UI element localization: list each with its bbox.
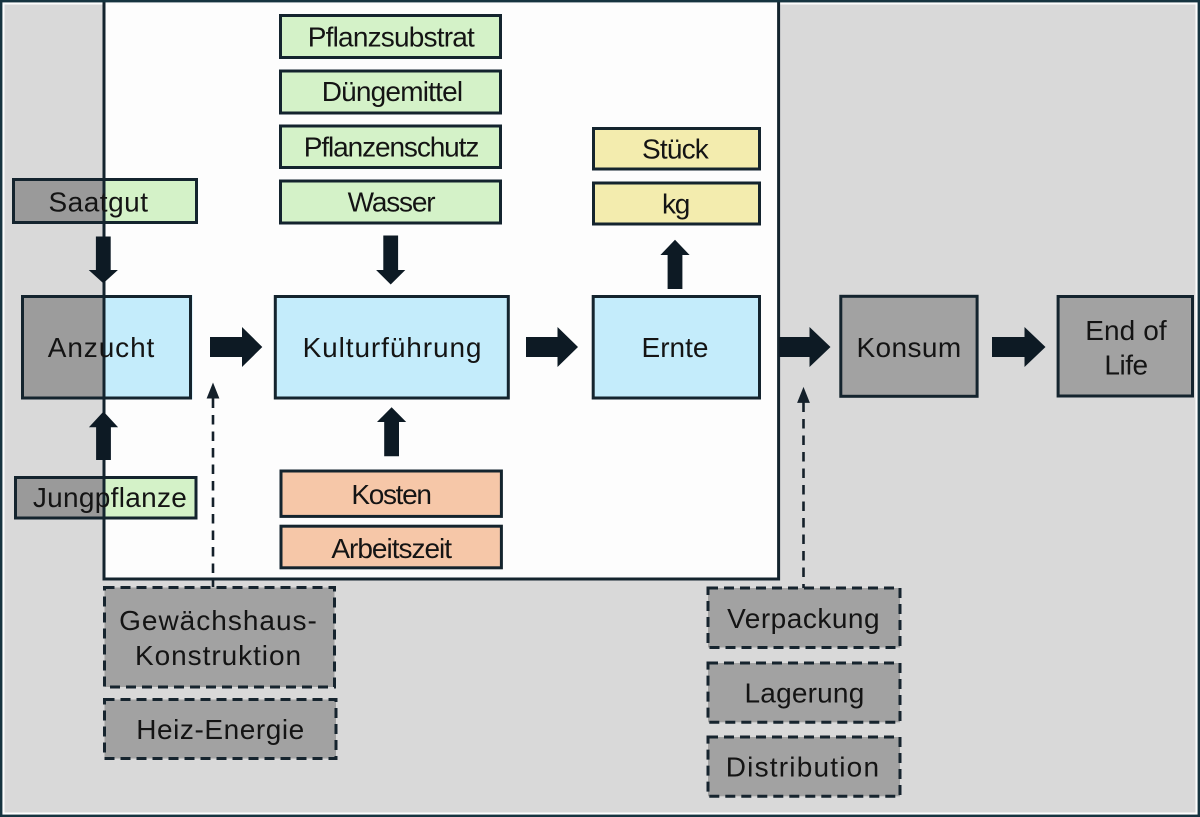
svg-text:Düngemittel: Düngemittel [322,76,463,107]
svg-text:Life: Life [1104,350,1147,381]
svg-text:Wasser: Wasser [348,187,436,218]
svg-text:Verpackung: Verpackung [727,603,880,634]
svg-text:Stück: Stück [642,134,710,165]
svg-text:Lagerung: Lagerung [745,678,865,709]
svg-text:End of: End of [1085,315,1167,346]
svg-text:Kosten: Kosten [351,479,430,510]
svg-text:Heiz-Energie: Heiz-Energie [136,714,304,745]
svg-text:kg: kg [662,189,689,220]
svg-text:Anzucht: Anzucht [48,332,155,363]
svg-text:Distribution: Distribution [726,752,880,783]
svg-text:Ernte: Ernte [642,332,709,363]
svg-text:Arbeitszeit: Arbeitszeit [331,533,452,564]
svg-text:Pflanzenschutz: Pflanzenschutz [304,132,479,163]
svg-text:Kulturführung: Kulturführung [303,332,483,363]
svg-text:Pflanzsubstrat: Pflanzsubstrat [308,22,475,53]
svg-text:Jungpflanze: Jungpflanze [33,482,187,513]
svg-text:Saatgut: Saatgut [48,187,148,218]
svg-text:Gewächshaus-: Gewächshaus- [119,605,318,636]
svg-text:Konsum: Konsum [856,332,961,363]
svg-text:Konstruktion: Konstruktion [135,640,302,671]
